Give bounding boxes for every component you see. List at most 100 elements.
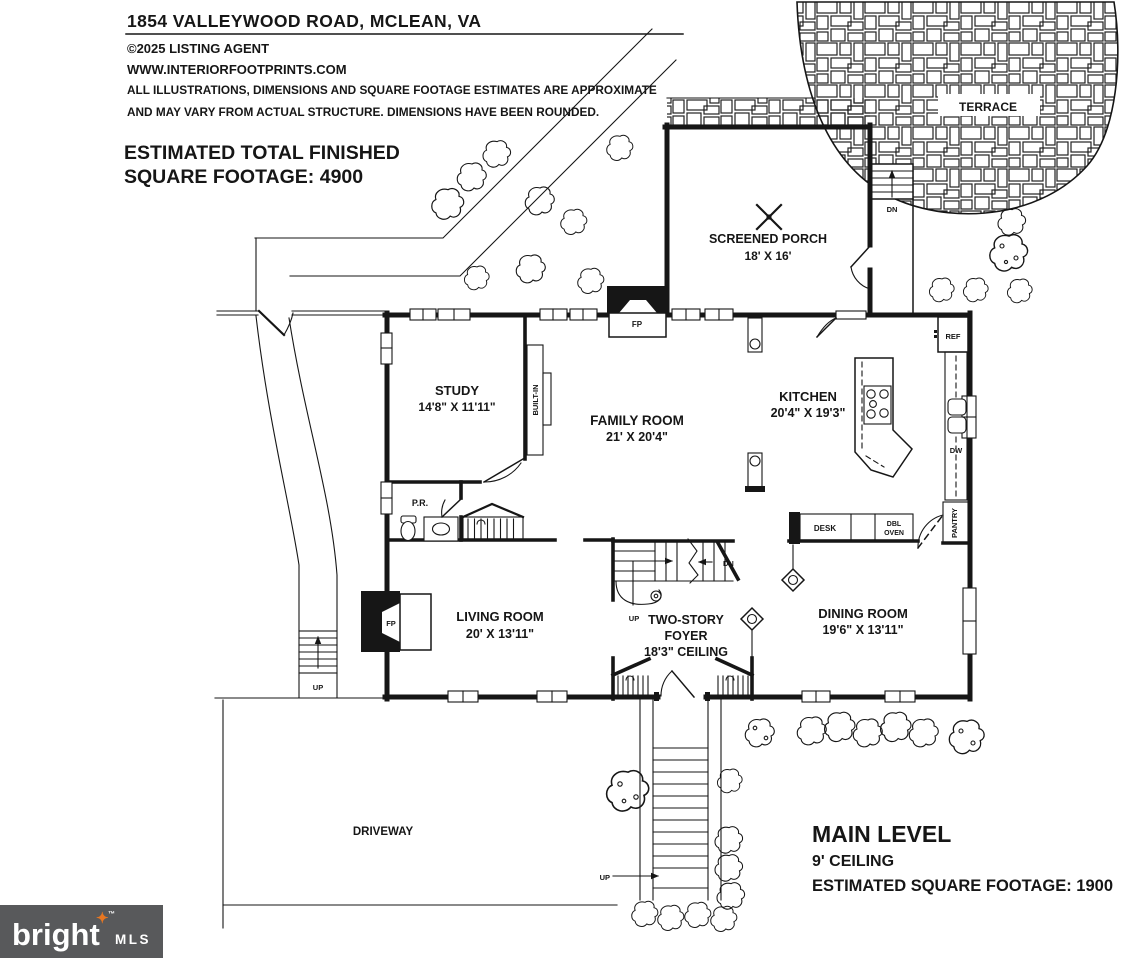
- living-fp-label: FP: [386, 619, 396, 628]
- dining-light-fixture: [780, 544, 806, 593]
- pantry: PANTRY: [916, 501, 969, 550]
- column-icon: [745, 452, 765, 492]
- side-steps: [298, 630, 338, 674]
- dining-room-dims: 19'6" X 13'11": [822, 623, 903, 637]
- level-square-footage: ESTIMATED SQUARE FOOTAGE: 1900: [812, 877, 1113, 895]
- kitchen-counter-east: DW: [944, 351, 968, 501]
- footer-block: MAIN LEVEL 9' CEILING ESTIMATED SQUARE F…: [812, 821, 1113, 895]
- window: [380, 481, 393, 515]
- cooktop-icon: [863, 385, 892, 425]
- fence-and-gate: [216, 237, 388, 337]
- window: [539, 308, 568, 321]
- living-room-label: LIVING ROOM: [456, 609, 543, 624]
- living-room: FP LIVING ROOM 20' X 13'11": [361, 591, 544, 652]
- window: [536, 690, 568, 703]
- foyer-label-3: 18'3" CEILING: [644, 645, 728, 659]
- bright-mls-logo: bright ✦ ™ MLS: [0, 905, 163, 958]
- pr-door: [440, 497, 463, 519]
- entry-closet-left: [610, 656, 652, 696]
- main-staircase: DN UP: [612, 538, 734, 623]
- window: [409, 308, 437, 321]
- shrubs: [431, 134, 1033, 932]
- page-title: 1854 VALLEYWOOD ROAD, MCLEAN, VA: [127, 11, 481, 31]
- header-block: 1854 VALLEYWOOD ROAD, MCLEAN, VA ©2025 L…: [124, 11, 684, 188]
- porch-dims: 18' X 16': [744, 249, 791, 263]
- windows: [380, 308, 977, 703]
- ceiling-height: 9' CEILING: [812, 853, 894, 870]
- desk-label: DESK: [814, 524, 836, 533]
- driveway-area: DRIVEWAY: [214, 697, 618, 929]
- dbl-oven-label-1: DBL: [887, 521, 902, 528]
- logo-star-icon: ✦: [96, 910, 109, 927]
- desk-counter: DESK DBL OVEN: [799, 513, 914, 541]
- stair-up-label: UP: [629, 614, 639, 623]
- toilet-icon: [400, 515, 417, 542]
- window: [962, 587, 977, 655]
- stair-break-line: [687, 538, 699, 584]
- side-steps-up-label: UP: [313, 683, 323, 692]
- dw-label: DW: [950, 446, 963, 455]
- logo-brand-text: bright: [12, 917, 100, 952]
- stair-east-angled-wall: [715, 540, 741, 582]
- study-door: [482, 457, 525, 484]
- copyright-line: ©2025 LISTING AGENT: [127, 41, 269, 56]
- total-sqft-line-2: SQUARE FOOTAGE: 4900: [124, 166, 363, 188]
- disclaimer-line-1: ALL ILLUSTRATIONS, DIMENSIONS AND SQUARE…: [127, 83, 657, 97]
- pr-label: P.R.: [412, 498, 428, 508]
- rear-walkway: [254, 28, 677, 277]
- window: [569, 308, 598, 321]
- logo-suffix-text: MLS: [115, 932, 151, 947]
- foyer-label-1: TWO-STORY: [648, 613, 724, 627]
- stair-up-arrow: [632, 557, 674, 606]
- pantry-label: PANTRY: [950, 508, 959, 538]
- powder-room: P.R.: [400, 497, 463, 542]
- sink-vanity-icon: [423, 516, 459, 542]
- porch-label: SCREENED PORCH: [709, 232, 827, 246]
- family-room: FP FAMILY ROOM 21' X 20'4": [590, 286, 765, 492]
- built-in-label: BUILT-IN: [531, 384, 540, 415]
- side-walkway: UP: [255, 315, 338, 698]
- logo-trademark: ™: [108, 911, 115, 918]
- family-fp-label: FP: [632, 320, 643, 329]
- study-label: STUDY: [435, 383, 479, 398]
- study: BUILT-IN STUDY 14'8" X 11'11": [418, 344, 552, 484]
- refrigerator: REF: [934, 316, 969, 353]
- window: [437, 308, 471, 321]
- porch-side-door: [849, 244, 872, 269]
- gate-leaf: [257, 309, 286, 337]
- family-fireplace: FP: [607, 286, 668, 338]
- living-fireplace: FP: [361, 591, 432, 652]
- stair-dn-label: DN: [723, 559, 734, 568]
- disclaimer-line-2: AND MAY VARY FROM ACTUAL STRUCTURE. DIME…: [127, 105, 599, 119]
- living-room-dims: 20' X 13'11": [466, 627, 534, 641]
- built-in-cabinet: BUILT-IN: [526, 344, 552, 456]
- entry-closet-right: [714, 656, 755, 696]
- study-dims: 14'8" X 11'11": [418, 400, 495, 414]
- site-landscape: TERRACE DN: [214, 1, 1119, 932]
- terrace-patio: TERRACE DN: [666, 1, 1119, 314]
- sink-icon: [947, 398, 967, 434]
- wall-block: [789, 512, 800, 544]
- family-room-dims: 21' X 20'4": [606, 430, 668, 444]
- window: [884, 690, 916, 703]
- window: [704, 308, 734, 321]
- level-name: MAIN LEVEL: [812, 821, 951, 847]
- column-icon: [747, 317, 763, 353]
- dbl-oven-label-2: OVEN: [884, 530, 904, 537]
- ref-label: REF: [946, 332, 961, 341]
- front-steps-up-label: UP: [600, 873, 610, 882]
- foyer: DN UP TWO-STORY FOYER 18'3" CEILING: [610, 538, 765, 701]
- logo-background: [0, 905, 163, 958]
- kitchen-label: KITCHEN: [779, 389, 837, 404]
- window: [801, 690, 831, 703]
- stairs-dn-label: DN: [887, 205, 898, 214]
- kitchen-dims: 20'4" X 19'3": [771, 406, 846, 420]
- front-steps: UP: [600, 699, 722, 901]
- front-door: [654, 669, 710, 701]
- ceiling-fan-icon: [755, 203, 783, 231]
- window: [671, 308, 701, 321]
- screened-porch: SCREENED PORCH 18' X 16': [662, 122, 873, 316]
- kitchen-island: [854, 357, 913, 478]
